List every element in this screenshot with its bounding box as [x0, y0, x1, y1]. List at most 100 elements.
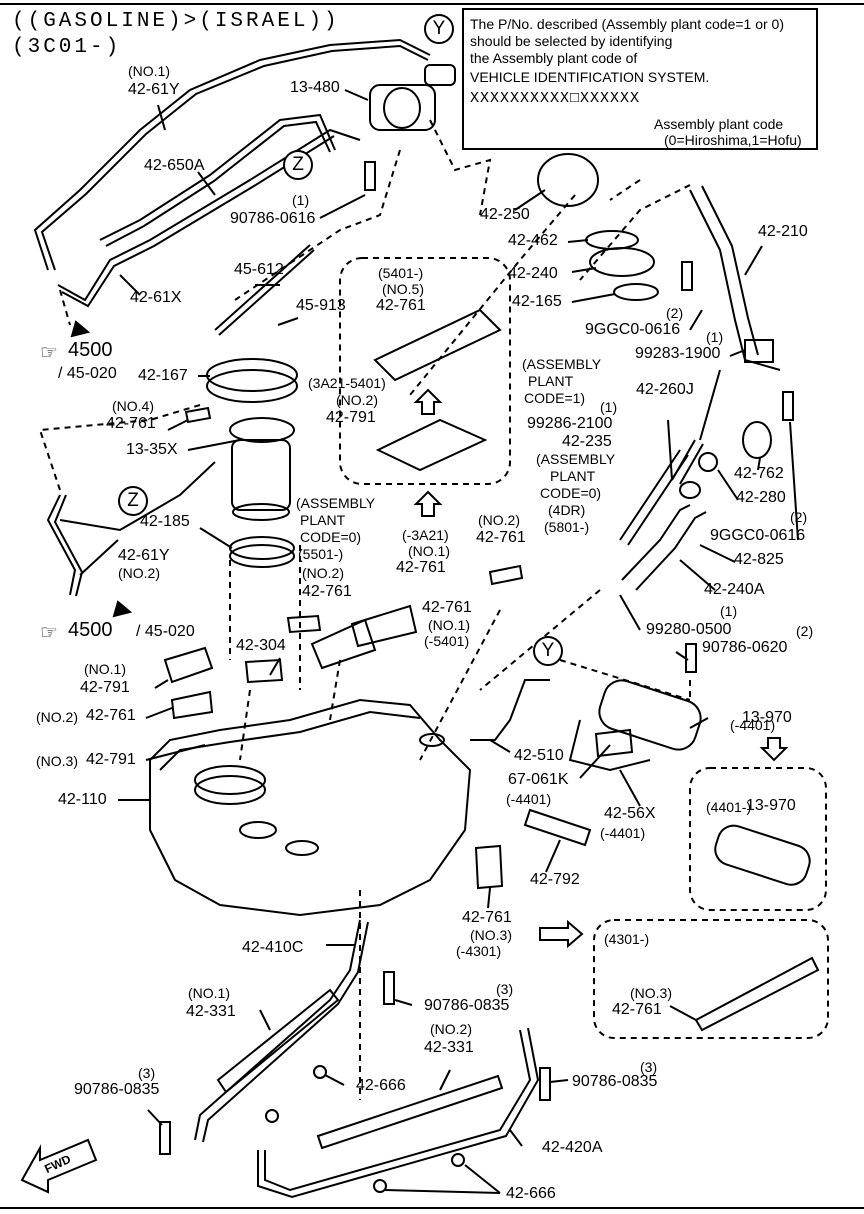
marker-z-mid: Z — [118, 486, 148, 516]
hose-42-260j — [671, 439, 696, 481]
callout-q1-d: (1) — [720, 603, 738, 619]
bolt-90786-0835-c — [539, 1067, 551, 1101]
canister-13-970 — [598, 679, 702, 751]
callout-q2-b: (2) — [790, 509, 808, 525]
callout-no4: (NO.4) — [112, 398, 154, 414]
callout-ref4500-b: 4500 — [68, 619, 113, 641]
callout-box1-code: (5401-) — [378, 265, 424, 281]
callout-c4401-c: (-4401) — [730, 717, 776, 733]
callout-c4401-a: (-4401) — [506, 791, 552, 807]
callout-apc1-l1: (ASSEMBLY — [522, 356, 602, 372]
callout-apc0-l3: CODE=0) — [540, 485, 602, 501]
callout-p9ggc0-0616-a: 9GGC0-0616 — [585, 321, 681, 338]
callout-p42-650a: 42-650A — [144, 157, 205, 174]
callout-ref45-020-a: / 45-020 — [58, 365, 117, 382]
callout-p42-761-r2: 42-761 — [422, 599, 472, 616]
callout-p45-913: 45-913 — [296, 297, 346, 314]
callout-box3-no3: (NO.3) — [630, 985, 672, 1001]
marker-y-mid: Y — [533, 636, 563, 666]
pad-42-792 — [523, 808, 592, 847]
callout-p42-510: 42-510 — [514, 747, 564, 764]
callout-no1-r2: (NO.1) — [428, 617, 470, 633]
callout-p42-792: 42-792 — [530, 871, 580, 888]
callout-c5401: (-5401) — [424, 633, 470, 649]
callout-p42-165: 42-165 — [512, 293, 562, 310]
box-4401 — [689, 767, 827, 911]
pad-42-791-no1 — [163, 646, 214, 684]
callout-no1-top: (NO.1) — [128, 63, 170, 79]
callout-p42-761-no2r: 42-761 — [476, 529, 526, 546]
callout-apc1-l2: PLANT — [528, 373, 574, 389]
fwd-arrow — [20, 1138, 98, 1194]
callout-p42-240a: 42-240A — [704, 581, 765, 598]
callout-apcx-l2: PLANT — [300, 512, 346, 528]
pad-42-304 — [244, 658, 284, 684]
callout-c3a21-no1: (NO.1) — [408, 543, 450, 559]
callout-p42-666-b: 42-666 — [506, 1185, 556, 1202]
hose-42-240a — [621, 504, 691, 581]
callout-p42-331-b: 42-331 — [424, 1039, 474, 1056]
gasket-42-185 — [229, 536, 295, 560]
callout-p13-970-b: 13-970 — [746, 797, 796, 814]
callout-p90786-0835-c: 90786-0835 — [572, 1073, 658, 1090]
callout-p42-331-a: 42-331 — [186, 1003, 236, 1020]
header-line-1: ((GASOLINE)>(ISRAEL)) — [12, 10, 340, 33]
callout-c3a21-part: 42-761 — [396, 559, 446, 576]
callout-q2-c: (2) — [796, 623, 814, 639]
note-plant-label: Assembly plant code — [654, 116, 784, 132]
callout-apc0-l4: (4DR) — [548, 502, 586, 518]
callout-p99286-2100: 99286-2100 — [527, 415, 613, 432]
fuel-pump-13-35x — [229, 417, 295, 443]
hose-42-56x — [568, 719, 651, 772]
bolt-90786-0616 — [364, 161, 376, 191]
callout-q3-c: (3) — [640, 1059, 658, 1075]
callout-p42-462: 42-462 — [508, 232, 558, 249]
callout-apc0-l2: PLANT — [550, 468, 596, 484]
callout-p42-761-no3: 42-761 — [462, 909, 512, 926]
pad-42-331-no1 — [216, 988, 340, 1094]
cap-42-762 — [742, 421, 772, 459]
header-line-2: (3C01-) — [12, 36, 122, 59]
callout-p90786-0835-b: 90786-0835 — [74, 1081, 160, 1098]
note-plant-values: (0=Hiroshima,1=Hofu) — [664, 132, 802, 148]
callout-p42-762: 42-762 — [734, 465, 784, 482]
callout-p42-235: 42-235 — [562, 433, 612, 450]
fuel-filter-13-480 — [369, 84, 436, 131]
callout-p42-260j: 42-260J — [636, 381, 694, 398]
callout-p42-240: 42-240 — [508, 265, 558, 282]
callout-p67-061k: 67-061K — [508, 771, 569, 788]
callout-p42-761-no2l: 42-761 — [86, 707, 136, 724]
callout-p42-304: 42-304 — [236, 637, 286, 654]
bolt-9ggc0-0616 — [681, 261, 693, 291]
fuel-tank-42-110 — [149, 698, 472, 917]
arrow-up-1 — [413, 388, 443, 415]
callout-p13-480: 13-480 — [290, 79, 340, 96]
callout-p13-970-a: 13-970 — [742, 709, 792, 726]
note-box: The P/No. described (Assembly plant code… — [462, 8, 818, 150]
pad-42-761-no3 — [474, 844, 504, 890]
callout-box1-part: 42-761 — [376, 297, 426, 314]
hose-42-510 — [470, 679, 550, 741]
marker-z-top: Z — [283, 150, 313, 180]
callout-c4401-b: (-4401) — [600, 825, 646, 841]
filler-pipe-42-210 — [689, 189, 781, 371]
arrow-up-2 — [413, 490, 443, 517]
bolt-90786-0620 — [685, 643, 697, 673]
callout-ref45-020-b: / 45-020 — [136, 623, 195, 640]
pad-42-761-no3-box — [694, 956, 820, 1032]
callout-p42-761-no4: 42-761 — [106, 415, 156, 432]
callout-p42-280: 42-280 — [736, 489, 786, 506]
nut-42-666-a — [313, 1065, 327, 1079]
callout-apcx-no2: (NO.2) — [302, 565, 344, 581]
callout-p42-56x: 42-56X — [604, 805, 656, 822]
callout-box1-no5: (NO.5) — [382, 281, 424, 297]
ring-42-165 — [613, 283, 659, 301]
bolt-90786-0835-b — [159, 1121, 171, 1155]
callout-p42-185: 42-185 — [140, 513, 190, 530]
neck-42-240 — [589, 247, 655, 277]
callout-box3-code: (4301-) — [604, 931, 650, 947]
callout-no3-mid: (NO.3) — [470, 927, 512, 943]
callout-no2-331: (NO.2) — [430, 1021, 472, 1037]
callout-box3-part: 42-761 — [612, 1001, 662, 1018]
note-line-4: VEHICLE IDENTIFICATION SYSTEM. — [470, 69, 710, 85]
